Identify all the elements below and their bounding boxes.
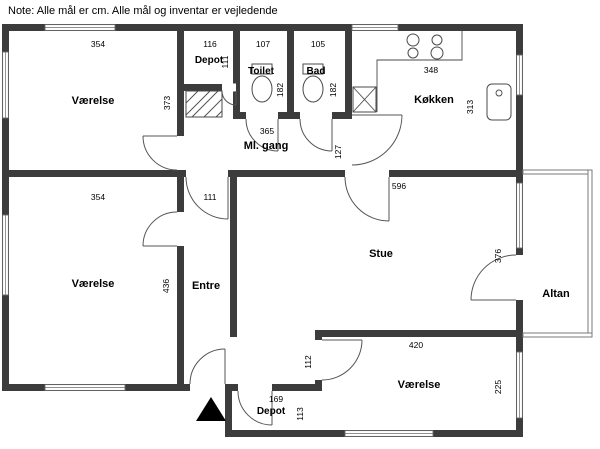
- door-swing-icon: [299, 118, 333, 152]
- dim-vaerelse-top-height: 373: [162, 96, 172, 110]
- dim-koekken-depth: 313: [465, 100, 475, 114]
- window-icon: [344, 430, 434, 437]
- dim-koekken-width: 348: [424, 65, 438, 75]
- dim-depot-bottom-depth: 113: [295, 407, 305, 421]
- dim-vaerelse-mid-height: 436: [161, 279, 171, 293]
- window-icon: [351, 24, 399, 31]
- dim-koekken-opening: 127: [333, 145, 343, 159]
- dim-entre-width: 111: [204, 192, 217, 202]
- door-opening: [190, 383, 225, 392]
- room-label-depot-bottom: Depot: [257, 406, 286, 417]
- window-icon: [44, 24, 116, 31]
- wall-segment: [225, 384, 232, 437]
- door-swing-icon: [189, 348, 226, 385]
- dim-depot-top-width: 116: [203, 39, 217, 49]
- dim-vaerelse-mid-width: 354: [91, 192, 105, 202]
- dim-ml-gang-width: 365: [260, 126, 274, 136]
- fridge-icon: [486, 83, 512, 121]
- door-swing-icon: [351, 114, 403, 166]
- dim-vaerelse-top-width: 354: [91, 39, 105, 49]
- wall-segment: [225, 384, 322, 391]
- stove-icon: [406, 33, 444, 60]
- wall-segment: [233, 112, 352, 119]
- kitchen-counter-icon: [376, 31, 463, 112]
- dim-bad-width: 105: [311, 39, 325, 49]
- room-label-entre: Entre: [192, 280, 220, 292]
- window-icon: [2, 51, 9, 119]
- kitchen-sink-icon: [352, 86, 377, 113]
- wall-segment: [2, 24, 523, 31]
- wall-segment: [177, 84, 240, 91]
- dim-stue-width: 596: [392, 181, 406, 191]
- window-icon: [516, 182, 523, 249]
- door-swing-icon: [185, 176, 229, 220]
- room-label-vaerelse-top: Værelse: [72, 95, 115, 107]
- dimension-labels: 354 116 107 105 348 111 373 182 182 313 …: [91, 39, 503, 421]
- railing-segment: [522, 332, 593, 338]
- railing-segment: [587, 169, 593, 338]
- note: Note: Alle mål er cm. Alle mål og invent…: [8, 5, 278, 17]
- room-label-altan: Altan: [542, 288, 570, 300]
- room-label-vaerelse-mid: Værelse: [72, 278, 115, 290]
- railing-segment: [522, 169, 593, 175]
- wall-segment: [315, 330, 523, 337]
- dim-passage-depth: 112: [303, 355, 313, 369]
- dim-toilet-width: 107: [256, 39, 270, 49]
- room-label-toilet: Toilet: [248, 66, 275, 77]
- door-opening: [222, 83, 236, 92]
- wall-segment: [233, 24, 240, 119]
- door-swing-icon: [142, 211, 178, 247]
- wall-segment: [177, 24, 184, 391]
- fixtures: [185, 31, 512, 421]
- door-opening: [314, 340, 323, 380]
- window-icon: [2, 214, 9, 296]
- room-label-vaerelse-bottom: Værelse: [398, 379, 441, 391]
- room-label-koekken: Køkken: [414, 94, 454, 106]
- dim-depot-top-depth: 111: [220, 55, 230, 68]
- windows: [2, 24, 523, 437]
- room-label-ml-gang: Ml. gang: [244, 140, 289, 152]
- doors: [142, 90, 517, 426]
- wall-segment: [345, 24, 352, 115]
- door-opening: [300, 111, 332, 120]
- door-openings: [176, 83, 524, 392]
- door-swing-icon: [142, 135, 178, 171]
- door-swing-icon: [470, 254, 517, 301]
- door-swing-icon: [245, 118, 279, 152]
- window-icon: [516, 351, 523, 419]
- balcony-railing: [522, 169, 593, 338]
- window-icon: [516, 54, 523, 96]
- wall-segment: [287, 24, 294, 119]
- dim-stue-depth: 376: [493, 249, 503, 263]
- wall-segment: [2, 24, 9, 391]
- door-opening: [238, 383, 272, 392]
- door-opening: [176, 212, 185, 246]
- room-label-bad: Bad: [307, 66, 326, 77]
- door-swing-icon: [344, 176, 390, 222]
- wall-segment: [2, 170, 523, 177]
- dim-toilet-depth: 182: [275, 83, 285, 97]
- door-opening: [246, 111, 278, 120]
- toilet-icon: [302, 63, 324, 103]
- room-label-depot-top: Depot: [195, 55, 224, 66]
- door-swing-icon: [237, 390, 273, 426]
- wardrobe-icon: [185, 90, 223, 118]
- wall-segment: [230, 170, 237, 337]
- door-opening: [345, 169, 389, 178]
- toilet-icon: [251, 63, 273, 103]
- dim-depot-bottom-width: 169: [269, 394, 283, 404]
- door-opening: [186, 169, 228, 178]
- room-label-stue: Stue: [369, 248, 393, 260]
- door-swing-icon: [321, 339, 363, 381]
- dim-vaerelse-bottom-width: 420: [409, 340, 423, 350]
- room-labels: Værelse Depot Toilet Bad Køkken Ml. gang…: [72, 55, 570, 417]
- window-icon: [44, 384, 126, 391]
- dim-bad-depth: 182: [328, 83, 338, 97]
- door-opening: [176, 136, 185, 170]
- door-opening: [515, 255, 524, 300]
- dim-vaerelse-bottom-depth: 225: [493, 380, 503, 394]
- entrance-arrow-icon: [196, 397, 226, 421]
